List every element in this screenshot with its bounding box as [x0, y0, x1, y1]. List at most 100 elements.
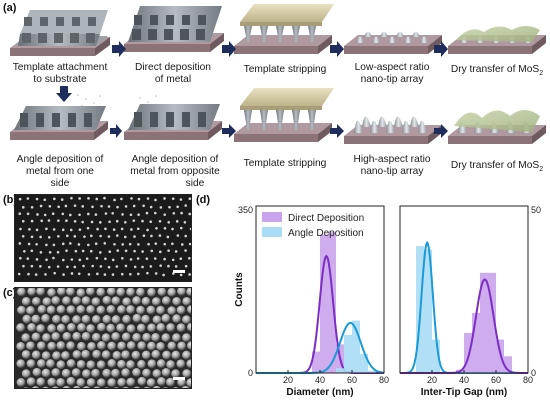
- nano-tip-dot: [62, 296, 71, 306]
- nano-tip-dot: [87, 341, 97, 351]
- nano-tip-dot: [174, 250, 178, 253]
- nano-tip-dot: [167, 306, 177, 316]
- nano-tip-dot: [141, 350, 151, 360]
- nano-tip-dot: [123, 235, 127, 239]
- nano-tip-dot: [42, 386, 49, 388]
- nano-tip-dot: [132, 332, 142, 342]
- nano-tip-dot: [52, 228, 56, 231]
- nano-tip-dot: [102, 368, 112, 378]
- nano-tip-dot: [171, 242, 174, 246]
- step4-low-aspect-array: [344, 31, 442, 54]
- nano-tip-dot: [186, 359, 191, 369]
- nano-tip-dot: [137, 376, 147, 386]
- nano-tip-dot: [133, 249, 136, 253]
- nano-tip-dot: [86, 324, 96, 333]
- nano-tip-dot: [66, 305, 76, 315]
- nano-tip-dot: [43, 213, 47, 217]
- nano-tip-dot: [163, 213, 167, 216]
- nano-tip-dot: [152, 385, 161, 388]
- nano-tip-dot: [72, 331, 82, 341]
- nano-tip-dot: [126, 288, 136, 297]
- nano-tip-dot: [73, 220, 77, 223]
- nano-tip-dot: [112, 350, 122, 360]
- nano-tip-dot: [86, 226, 90, 230]
- caption-line: Angle deposition of: [131, 154, 219, 165]
- nano-tip-dot: [26, 359, 36, 369]
- nano-tip-dot: [153, 211, 157, 215]
- legend-label: Direct Deposition: [288, 213, 364, 224]
- y-tick-label: 0: [531, 368, 536, 378]
- arrow-right-icon: [110, 124, 122, 138]
- nano-tip-dot: [167, 221, 171, 224]
- nano-tip-dot: [57, 288, 66, 296]
- nano-tip-dot: [149, 205, 153, 209]
- caption-step4: Low-aspect ratio nano-tip array: [340, 62, 444, 86]
- nano-tip-dot: [136, 227, 140, 231]
- x-tick-label: 20: [283, 375, 293, 385]
- nano-tip-dot: [154, 272, 158, 275]
- nano-tip-dot: [151, 349, 161, 359]
- nano-tip-dot: [146, 305, 156, 315]
- nano-tip-dot: [36, 341, 46, 351]
- nano-tip-dot: [56, 377, 66, 387]
- nano-tip-dot: [106, 288, 116, 296]
- nano-tip-dot: [81, 314, 91, 324]
- nano-tip-dot: [182, 333, 191, 343]
- nano-tip-dot: [30, 249, 34, 253]
- nano-tip-dot: [87, 273, 91, 276]
- nano-tip-dot: [184, 264, 188, 268]
- nano-tip-dot: [26, 257, 30, 260]
- sem-image-angle: [14, 287, 192, 389]
- nano-tip-dot: [173, 386, 179, 388]
- nano-tip-dot: [61, 212, 65, 216]
- nano-tip-dot: [133, 386, 141, 388]
- nano-tip-dot: [52, 351, 61, 361]
- histogram-bar: [424, 249, 432, 373]
- nano-tip-dot: [47, 324, 57, 333]
- nano-tip-dot: [126, 360, 135, 369]
- nano-tip-dot: [94, 213, 98, 216]
- nano-tip-dot: [17, 288, 26, 297]
- nano-tip-dot: [81, 249, 85, 253]
- nano-tip-dot: [19, 256, 22, 260]
- caption-line: metal from one: [26, 166, 94, 177]
- nano-tip-dot: [111, 273, 115, 276]
- step8-template-stripping: [234, 88, 334, 142]
- step3-template-stripping: [234, 4, 334, 54]
- nano-tip-dot: [61, 315, 71, 324]
- nano-tip-dot: [137, 197, 141, 201]
- nano-tip-dot: [87, 243, 90, 247]
- nano-tip-dot: [130, 197, 133, 200]
- x-tick-label: 20: [427, 375, 437, 385]
- nano-tip-dot: [167, 264, 170, 268]
- nano-tip-dot: [53, 197, 56, 201]
- nano-tip-dot: [66, 265, 69, 269]
- nano-tip-dot: [146, 197, 150, 200]
- nano-tip-dot: [47, 219, 51, 222]
- nano-tip-dot: [78, 197, 81, 200]
- nano-tip-dot: [39, 251, 43, 254]
- nano-tip-dot: [141, 314, 151, 324]
- nano-tip-dot: [51, 212, 55, 216]
- nano-tip-dot: [161, 333, 171, 343]
- nano-tip-dot: [95, 256, 99, 260]
- nano-tip-dot: [126, 324, 136, 334]
- nano-tip-dot: [133, 265, 137, 269]
- nano-tip-dot: [81, 332, 91, 341]
- nano-tip-dot: [64, 204, 68, 208]
- nano-tip-dot: [154, 242, 158, 245]
- nano-tip-dot: [31, 350, 41, 360]
- nano-tip-dot: [26, 377, 36, 386]
- step1-template-on-substrate: [10, 10, 110, 56]
- caption-line: Low-aspect ratio: [354, 62, 430, 73]
- nano-tip-dot: [48, 251, 52, 254]
- nano-tip-dot: [91, 368, 101, 378]
- nano-tip-dot: [146, 378, 156, 388]
- nano-tip-dot: [62, 273, 65, 276]
- nano-tip-dot: [141, 250, 144, 253]
- nano-tip-dot: [45, 243, 48, 247]
- nano-tip-dot: [176, 323, 186, 333]
- nano-tip-dot: [47, 341, 57, 351]
- nano-tip-dot: [96, 360, 106, 370]
